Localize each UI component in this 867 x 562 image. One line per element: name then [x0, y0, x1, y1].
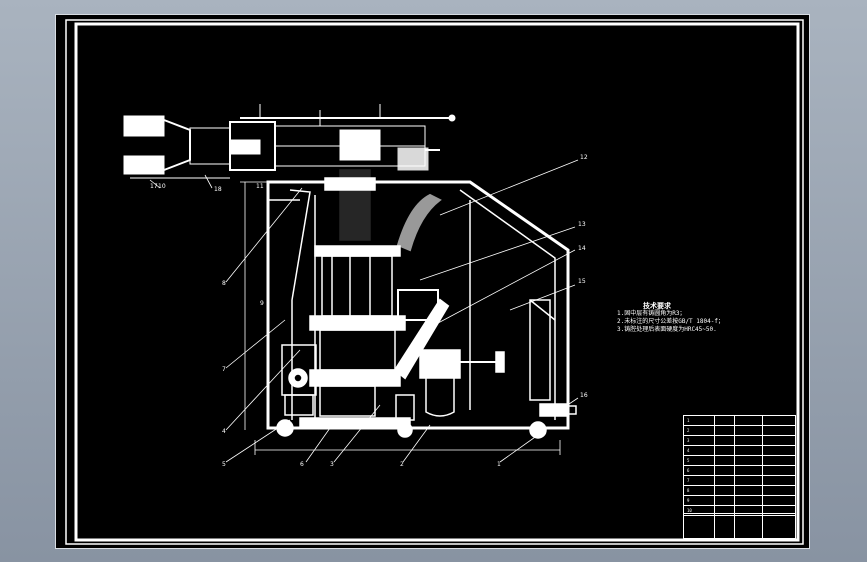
motor-unit [276, 344, 317, 437]
bom-row: 3 [684, 436, 795, 446]
bom-row: 10 [684, 506, 795, 516]
leader-label: 9 [260, 300, 264, 307]
bom-row: 5 [684, 456, 795, 466]
bill-of-materials: 1 2 3 4 5 6 7 8 9 10 [683, 415, 796, 539]
leader-label: 1 [497, 461, 501, 468]
diagonal-brace [393, 193, 450, 380]
cylinder-actuator [395, 299, 577, 439]
leader-label: 7 [222, 366, 226, 373]
bom-row: 6 [684, 466, 795, 476]
leader-label: 17 [150, 183, 158, 190]
leader-lines [149, 159, 579, 463]
technical-requirements: 技术要求 1.固中层有铸圆角为R3； 2.未标注的尺寸公差按GB/T 1804-… [617, 302, 777, 334]
inner-frame [74, 22, 800, 542]
bom-row: 9 [684, 496, 795, 506]
gripper-arm-assembly [123, 104, 456, 179]
leader-label: 3 [330, 461, 334, 468]
leader-label: 15 [578, 278, 586, 285]
leader-label: 5 [222, 461, 226, 468]
leader-label: 4 [222, 428, 226, 435]
bom-row: 8 [684, 486, 795, 496]
leader-label: 11 [256, 183, 264, 190]
central-column [299, 169, 411, 429]
dimension-lines [240, 181, 561, 455]
leader-label: 10 [158, 183, 166, 190]
leader-label: 2 [400, 461, 404, 468]
bom-row: 7 [684, 476, 795, 486]
notes-line: 2.未标注的尺寸公差按GB/T 1804-f； [617, 318, 724, 325]
bom-row: 2 [684, 426, 795, 436]
machine-frame [266, 180, 570, 430]
outer-frame [65, 19, 804, 545]
leader-label: 8 [222, 280, 226, 287]
notes-line: 1.固中层有铸圆角为R3； [617, 310, 686, 317]
bom-row: 1 [684, 416, 795, 426]
leader-label: 18 [214, 186, 222, 193]
leader-label: 13 [578, 221, 586, 228]
notes-title: 技术要求 [643, 302, 671, 310]
leader-label: 14 [578, 245, 586, 252]
bom-row: 4 [684, 446, 795, 456]
leader-label: 12 [580, 154, 588, 161]
title-block [684, 513, 795, 538]
cad-drawing-viewport[interactable] [55, 14, 810, 549]
notes-line: 3.铸腔处理后表面硬度为HRC45~50. [617, 326, 717, 333]
leader-label: 16 [580, 392, 588, 399]
leader-label: 6 [300, 461, 304, 468]
